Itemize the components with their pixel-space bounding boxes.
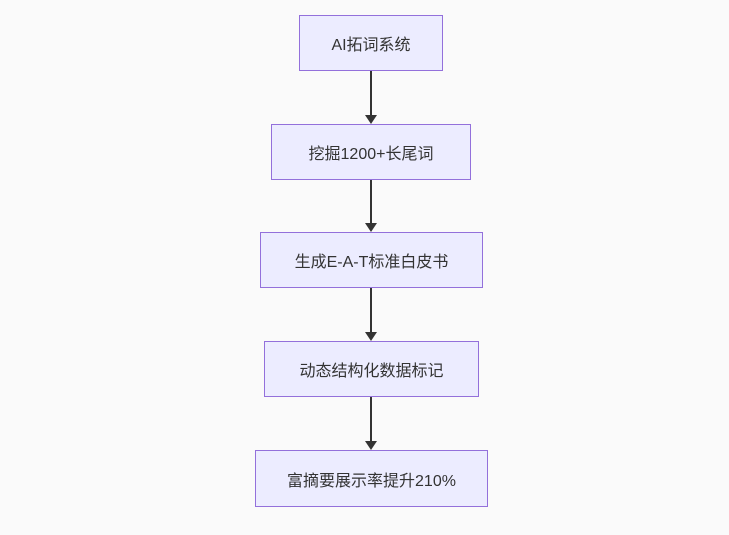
arrowhead-icon [365,223,377,232]
flow-node-label: 富摘要展示率提升210% [287,472,456,490]
flow-node-label: 挖掘1200+长尾词 [308,146,434,163]
flow-node-dynamic-structured-data-markup: 动态结构化数据标记 [264,341,479,397]
arrow-shaft [370,397,372,442]
arrowhead-icon [365,332,377,341]
arrowhead-icon [365,115,377,124]
flow-node-rich-snippet-rate-increase: 富摘要展示率提升210% [255,450,488,507]
flow-node-mine-longtail-keywords: 挖掘1200+长尾词 [271,124,471,180]
arrow-n2-n3 [365,180,377,232]
flow-node-generate-eat-whitepaper: 生成E-A-T标准白皮书 [260,232,483,288]
flow-node-label: 动态结构化数据标记 [299,363,444,380]
flow-node-ai-word-expansion-system: AI拓词系统 [299,15,443,71]
arrow-shaft [370,288,372,333]
arrowhead-icon [365,441,377,450]
flow-node-label: AI拓词系统 [331,37,411,54]
flow-node-label: 生成E-A-T标准白皮书 [294,254,449,271]
arrow-n4-n5 [365,397,377,450]
arrow-shaft [370,180,372,224]
arrow-n1-n2 [365,71,377,124]
arrow-shaft [370,71,372,116]
arrow-n3-n4 [365,288,377,341]
